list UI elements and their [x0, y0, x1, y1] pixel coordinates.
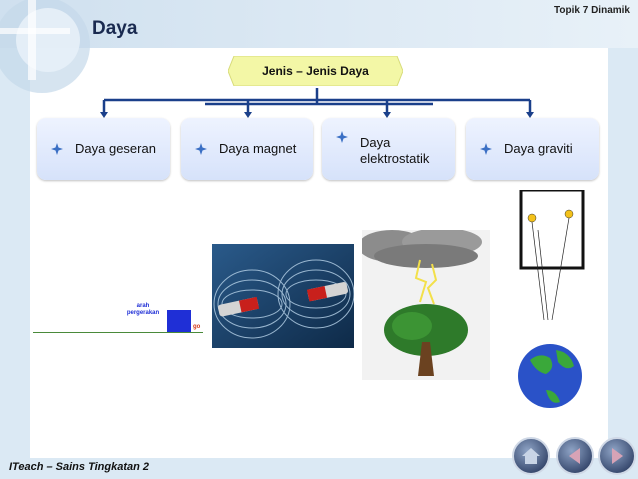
page-title: Daya [92, 18, 138, 39]
card-daya-elektrostatik[interactable]: Daya elektrostatik [322, 118, 455, 180]
star-bullet-icon [195, 143, 207, 155]
star-bullet-icon [336, 131, 348, 143]
footer-label: ITeach – Sains Tingkatan 2 [9, 461, 149, 473]
card-label: Daya graviti [504, 141, 573, 156]
block [167, 310, 191, 332]
home-button[interactable] [512, 437, 550, 475]
forward-button[interactable] [598, 437, 636, 475]
triangle-right-icon [612, 448, 623, 464]
go-tag: go [193, 324, 201, 330]
home-icon [522, 448, 540, 464]
triangle-left-icon [569, 448, 580, 464]
card-label: Daya elektrostatik [360, 135, 430, 166]
card-daya-graviti[interactable]: Daya graviti [466, 118, 599, 180]
header-label: Jenis – Jenis Daya [262, 64, 369, 78]
gravity-diagram [518, 190, 585, 408]
topic-label: Topik 7 Dinamik [554, 5, 630, 16]
star-bullet-icon [480, 143, 492, 155]
star-bullet-icon [51, 143, 63, 155]
card-daya-magnet[interactable]: Daya magnet [181, 118, 313, 180]
card-label: Daya geseran [75, 141, 156, 156]
card-daya-geseran[interactable]: Daya geseran [37, 118, 170, 180]
magnet-photo [212, 244, 354, 348]
ground-line [33, 332, 203, 333]
header-box-shape [228, 56, 403, 86]
lightning-tree-photo [362, 230, 490, 380]
back-button[interactable] [556, 437, 594, 475]
card-label: Daya magnet [219, 141, 297, 156]
